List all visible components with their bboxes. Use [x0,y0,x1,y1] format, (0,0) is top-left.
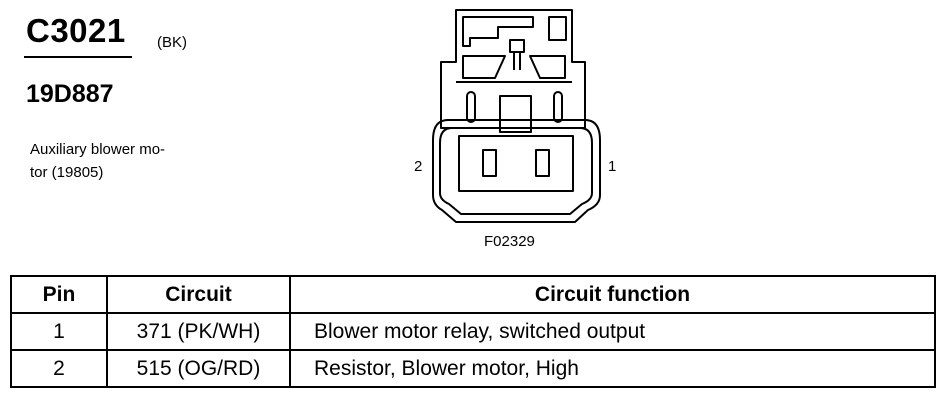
figure-id: F02329 [484,233,535,250]
cell-circuit-function: Resistor, Blower motor, High [289,349,936,388]
cell-pin: 2 [10,349,108,388]
table-row: 2 515 (OG/RD) Resistor, Blower motor, Hi… [10,349,936,388]
terminal-cavity [458,135,574,192]
terminal-pin-1 [535,149,550,177]
terminal-pin-2 [482,149,497,177]
latch-spring [509,39,525,53]
latch-slot-left [466,91,476,123]
connector-color: (BK) [157,34,187,51]
description-line-2: tor (19805) [30,164,104,181]
pin-2-label: 2 [414,158,423,175]
connector-face-diagram [432,9,601,223]
latch-slot-right [553,91,563,123]
pin-table: Pin Circuit Circuit function 1 371 (PK/W… [10,275,936,388]
connector-id: C3021 [26,12,126,49]
part-number: 19D887 [26,80,114,108]
cell-pin: 1 [10,312,108,351]
latch-cutout-slot [548,16,567,41]
table-header-row: Pin Circuit Circuit function [10,275,936,314]
header-pin: Pin [10,275,108,314]
connector-description: Auxiliary blower mo- tor (19805) [30,138,165,184]
latch-arm-left [462,55,506,79]
latch-cutout-top [462,16,534,47]
table-row: 1 371 (PK/WH) Blower motor relay, switch… [10,312,936,351]
cell-circuit-function: Blower motor relay, switched output [289,312,936,351]
cell-circuit: 515 (OG/RD) [106,349,291,388]
cell-circuit: 371 (PK/WH) [106,312,291,351]
latch-arm-right [529,55,566,79]
latch-stem [513,52,521,70]
latch-center-block [499,95,532,133]
connector-body-inner [439,127,593,215]
description-line-1: Auxiliary blower mo- [30,141,166,158]
connector-body [432,119,601,223]
connector-id-underline [24,56,132,58]
pin-1-label: 1 [608,158,617,175]
header-circuit: Circuit [106,275,291,314]
header-circuit-function: Circuit function [289,275,936,314]
